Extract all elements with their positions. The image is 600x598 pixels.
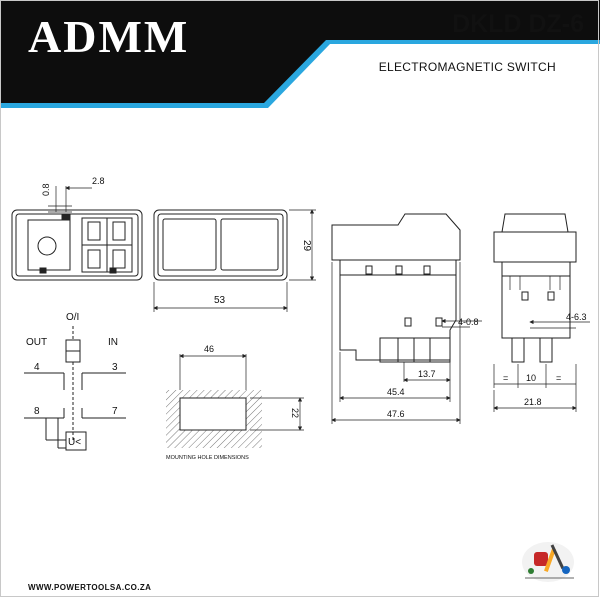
- terminal-4: 4: [34, 362, 40, 373]
- dim-4-6-3: 4-6.3: [566, 312, 587, 322]
- front-housing: [11, 209, 143, 281]
- rocker-face: [153, 209, 316, 281]
- dim-equal-left: =: [503, 373, 508, 383]
- dim-equal-right: =: [556, 373, 561, 383]
- dim-45-4: 45.4: [387, 387, 405, 397]
- dim-0-8: 0.8: [41, 183, 51, 196]
- end-cap: [493, 231, 577, 263]
- dim-53: 53: [214, 295, 226, 306]
- header-band: [0, 0, 600, 108]
- header-black: [0, 0, 600, 103]
- brand-logo: ADMM: [28, 11, 190, 62]
- dim-29: 29: [301, 240, 312, 252]
- rocker-button-on: [220, 218, 279, 271]
- label-out: OUT: [26, 337, 47, 348]
- terminal-3: 3: [112, 362, 118, 373]
- cutout: [179, 397, 247, 431]
- side-body: [339, 260, 457, 361]
- product-subtitle: ELECTROMAGNETIC SWITCH: [378, 60, 556, 74]
- rocker-button-off: [162, 218, 217, 271]
- model-title: DKLD DZ-6: [452, 10, 584, 38]
- circuit-diagram: [24, 326, 126, 451]
- end-view: [493, 213, 590, 412]
- rocker-housing: [153, 209, 288, 281]
- dimension-labels: 2.8 0.8 53 29 4-0.8 13.7 45.4 47.6 4-6.3…: [26, 176, 587, 461]
- dim-10: 10: [526, 373, 536, 383]
- side-view: [331, 213, 482, 424]
- dim-46: 46: [204, 344, 214, 354]
- terminal-7: 7: [112, 406, 118, 417]
- mounting-caption: MOUNTING HOLE DIMENSIONS: [166, 455, 249, 461]
- end-body: [501, 262, 571, 339]
- dim-47-6: 47.6: [387, 409, 405, 419]
- dim-21-8: 21.8: [524, 397, 542, 407]
- side-top-cap: [331, 213, 461, 261]
- undervoltage-coil: [65, 431, 87, 451]
- dim-2-8: 2.8: [92, 176, 105, 186]
- tools-mascot-logo: [522, 542, 574, 582]
- front-left-block: [27, 219, 71, 271]
- coil-label: U<: [68, 437, 81, 448]
- website-link[interactable]: WWW.POWERTOOLSA.CO.ZA: [28, 583, 152, 592]
- dim-22: 22: [290, 408, 300, 418]
- terminal-8: 8: [34, 406, 40, 417]
- dim-13-7: 13.7: [418, 369, 436, 379]
- front-inner: [15, 213, 139, 277]
- front-circle: [37, 236, 57, 256]
- dim-4-0-8: 4-0.8: [458, 317, 479, 327]
- mounting-hole: [166, 353, 304, 448]
- label-oi: O/I: [66, 312, 79, 323]
- label-in: IN: [108, 337, 118, 348]
- front-view: [11, 185, 288, 312]
